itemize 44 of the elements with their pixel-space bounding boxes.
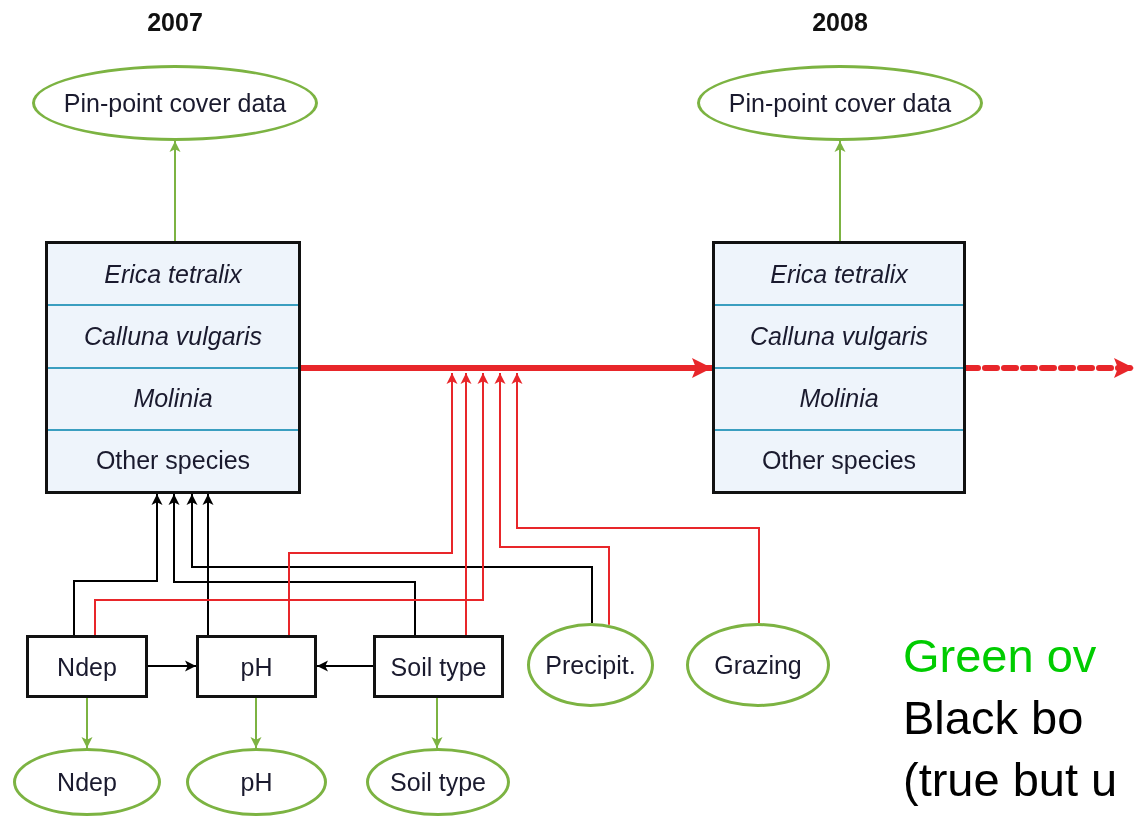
node-label: pH [240, 651, 273, 682]
node-label: Pin-point cover data [63, 88, 287, 118]
species-label: Erica tetralix [103, 258, 243, 290]
variable-box [373, 635, 504, 698]
node-label: Pin-point cover data [728, 88, 952, 118]
year-label: 2008 [811, 8, 869, 37]
arrow [73, 493, 163, 636]
arrow [186, 493, 593, 624]
note-text: Black bo [903, 692, 1084, 744]
node-label: Soil type [390, 651, 487, 682]
arrow [169, 140, 181, 242]
year-label: 2007 [146, 8, 204, 37]
arrow [431, 697, 443, 749]
node-label: Soil type [390, 767, 486, 797]
arrow [168, 493, 416, 636]
node-label: Ndep [57, 767, 117, 797]
species-label: Molinia [48, 366, 298, 429]
arrow [147, 660, 197, 672]
species-label: Erica tetralix [769, 258, 909, 290]
arrow [460, 372, 472, 636]
node-label: Grazing [714, 650, 802, 680]
arrow [81, 697, 93, 749]
arrow [834, 140, 846, 242]
node-label: pH [240, 767, 273, 797]
species-label: Molinia [715, 366, 963, 429]
species-table [45, 241, 301, 494]
note-text: Green ov [903, 630, 1097, 682]
arrow [94, 372, 489, 636]
arrow [316, 660, 374, 672]
variable-box [196, 635, 317, 698]
node-label: Precipit. [545, 650, 636, 680]
species-label: Calluna vulgaris [48, 304, 298, 367]
arrow [301, 358, 712, 378]
node-label: Ndep [57, 651, 117, 682]
arrow [250, 697, 262, 749]
species-label: Other species [715, 428, 963, 491]
species-table [712, 241, 966, 494]
arrow [288, 372, 458, 636]
species-label: Calluna vulgaris [715, 304, 963, 367]
note-text: (true but u [903, 754, 1118, 806]
variable-box [26, 635, 148, 698]
arrow [202, 493, 214, 636]
arrow [511, 372, 760, 624]
species-label: Other species [48, 428, 298, 491]
